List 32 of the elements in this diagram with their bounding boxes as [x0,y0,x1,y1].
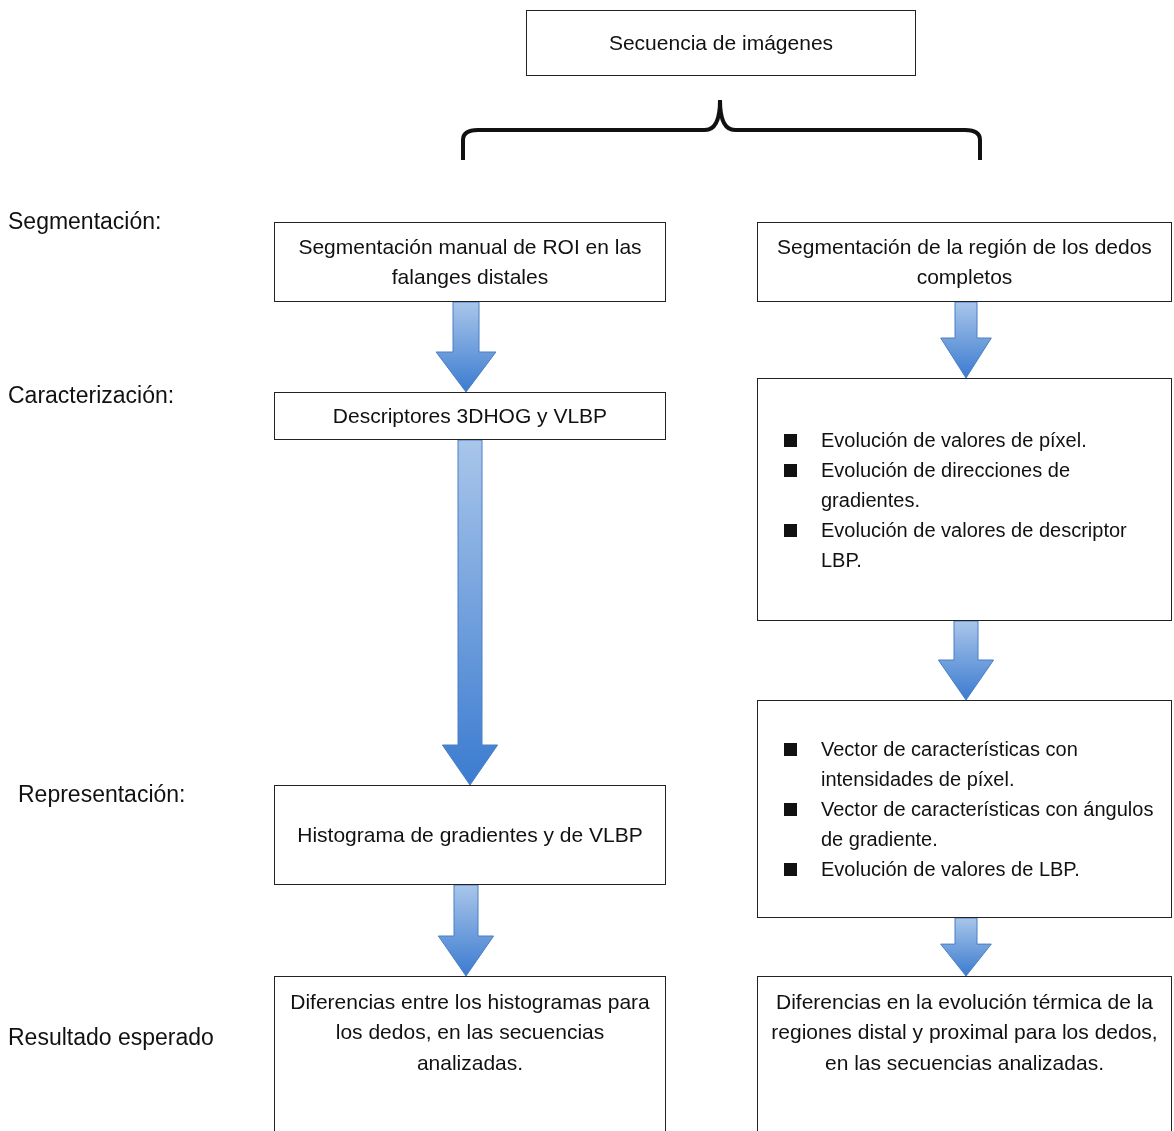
block-arrow [435,301,497,393]
process-box [274,392,666,440]
stage-label: Segmentación: [8,208,162,235]
process-box [274,222,666,302]
process-box [757,700,1172,918]
box-text: Secuencia de imágenes [608,29,834,56]
list-item-text: Evolución de direcciones de gradientes. [821,457,1072,513]
stage-label: Representación: [18,781,186,808]
block-arrow [940,917,992,977]
process-box [757,378,1172,621]
box-text: Histograma de gradientes y de VLBP [297,821,643,848]
block-arrow [441,439,499,786]
box-text: Diferencias en la evolución térmica de la regiones distal y proximal para los dedos, en las secuencias analizadas. [770,989,1159,1076]
box-text: Descriptores 3DHOG y VLBP [332,402,608,429]
stage-label: Resultado esperado [8,1024,214,1051]
block-arrow [437,884,495,977]
list-item-text: Vector de características con ángulos de gradiente. [821,797,1155,852]
box-text: Diferencias entre los histogramas para los dedos, en las secuencias analizadas. [289,989,651,1076]
process-box [757,976,1172,1131]
process-box [526,10,916,76]
process-box [757,222,1172,302]
process-box [274,785,666,885]
process-box [274,976,666,1131]
stage-label: Caracterización: [8,382,175,409]
box-text: Segmentación manual de ROI en las falanges distales [297,233,643,290]
list-item-text: Evolución de valores de píxel. [821,427,1087,453]
list-item-text: Evolución de valores de descriptor LBP. [821,517,1128,573]
box-text: Segmentación de la región de los dedos completos [776,233,1153,290]
list-item-text: Evolución de valores de LBP. [821,857,1080,882]
block-arrow [940,301,992,379]
block-arrow [937,620,995,701]
list-item-text: Vector de características con intensidades de píxel. [821,737,1079,792]
